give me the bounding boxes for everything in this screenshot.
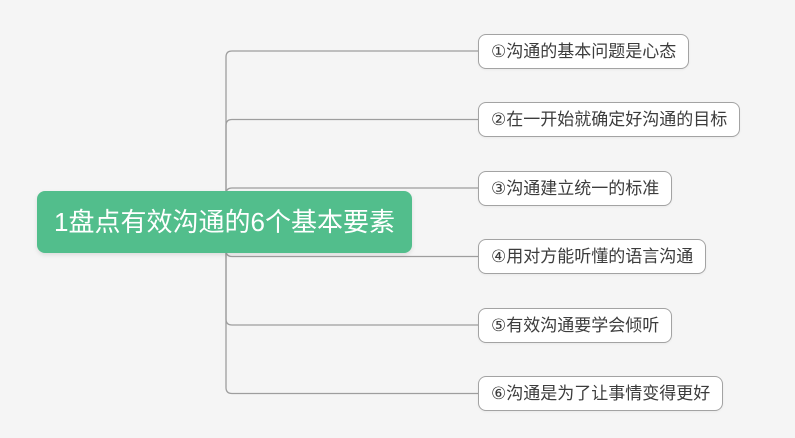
- branch-node-6[interactable]: ⑥沟通是为了让事情变得更好: [478, 376, 724, 411]
- branch-node-2[interactable]: ②在一开始就确定好沟通的目标: [478, 102, 741, 137]
- connector-branch-1: [225, 50, 478, 222]
- connector-branch-6: [225, 222, 478, 395]
- branch-node-3[interactable]: ③沟通建立统一的标准: [478, 170, 673, 206]
- branch-node-4[interactable]: ④用对方能听懂的语言沟通: [478, 239, 707, 274]
- central-topic-node[interactable]: 1盘点有效沟通的6个基本要素: [37, 191, 412, 253]
- connector-branch-2: [225, 118, 478, 222]
- branch-node-5[interactable]: ⑤有效沟通要学会倾听: [478, 307, 673, 343]
- branch-node-1[interactable]: ①沟通的基本问题是心态: [478, 33, 690, 69]
